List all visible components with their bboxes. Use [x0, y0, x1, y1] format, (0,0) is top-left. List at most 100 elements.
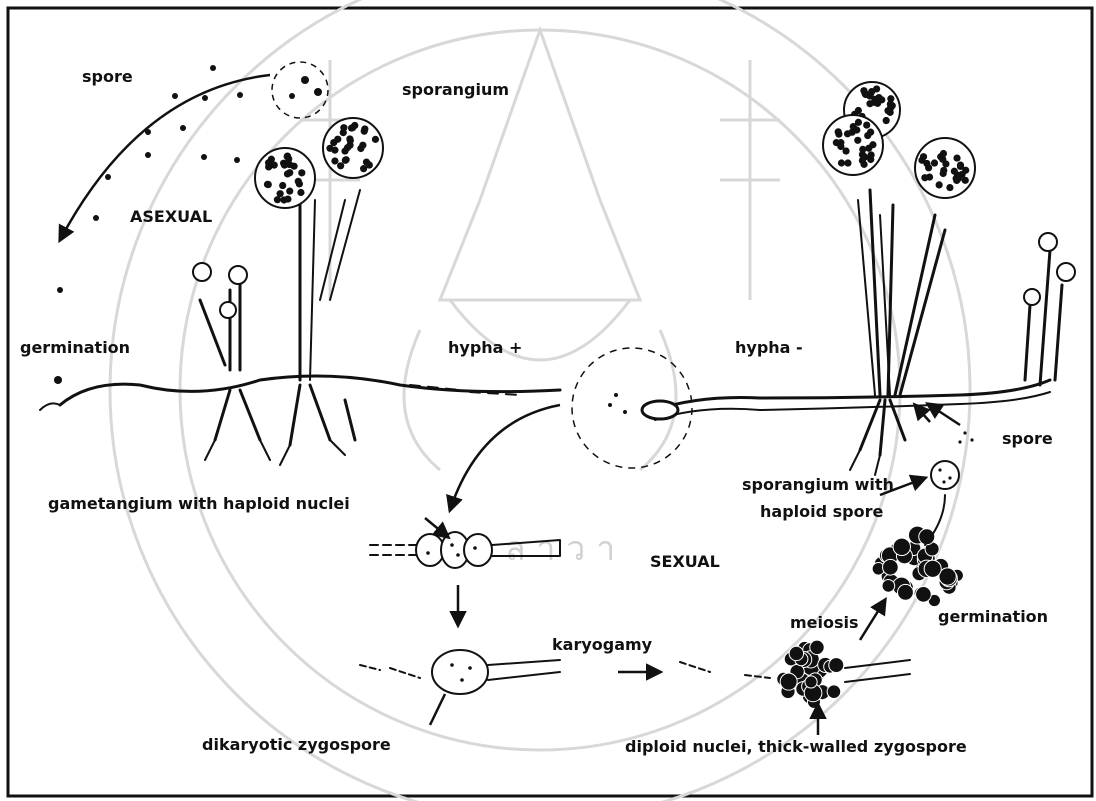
spore-dot — [297, 189, 304, 196]
label-karyogamy: karyogamy — [552, 635, 653, 654]
spore-dot — [844, 130, 851, 137]
spore-dot — [940, 150, 947, 157]
spore-dot — [954, 171, 961, 178]
spore-dot — [343, 156, 350, 163]
label-asexual: ASEXUAL — [130, 207, 212, 226]
spore-dot — [349, 124, 356, 131]
zygospore-wart — [780, 673, 797, 690]
spore-dot — [866, 100, 873, 107]
spore-dot — [344, 144, 351, 151]
spore-dot — [835, 131, 842, 138]
spore-dot — [942, 160, 949, 167]
zygospore-wart — [829, 658, 844, 673]
zygospore-wart — [893, 538, 910, 555]
spore-dot — [962, 177, 969, 184]
spore-dot — [340, 129, 347, 136]
spore-dot — [860, 161, 867, 168]
spore-dot — [296, 180, 303, 187]
zygospore-wart — [916, 587, 932, 603]
sporangium-right-3 — [915, 138, 975, 198]
label-haploid-spore: haploid spore — [760, 502, 883, 521]
frame-border — [8, 8, 1092, 796]
spore-dot — [363, 159, 370, 166]
hypha-minus-mycelium — [642, 190, 1062, 475]
spore-dot — [884, 107, 891, 114]
label-meiosis: meiosis — [790, 613, 859, 632]
spore-dot — [298, 169, 305, 176]
dikaryotic-pointer — [430, 694, 445, 725]
zygospore-wart — [898, 584, 914, 600]
zygospore-wart — [805, 676, 817, 688]
spore-dot — [920, 153, 927, 160]
spore-dot — [940, 170, 947, 177]
spore-dot — [372, 136, 379, 143]
spore-dot — [869, 141, 876, 148]
spore-dot — [863, 121, 870, 128]
spore-dot — [837, 139, 844, 146]
label-hypha-minus: hypha - — [735, 338, 803, 357]
label-sporangium: sporangium — [402, 80, 509, 99]
spore-dot — [265, 181, 272, 188]
rhizoid-arrow — [915, 405, 930, 422]
spore-dot — [346, 135, 353, 142]
spore-dot — [842, 147, 849, 154]
spore-dot — [925, 164, 932, 171]
label-sporangium-with: sporangium with — [742, 475, 894, 494]
sporangium-left-2 — [323, 118, 383, 178]
spore-dot — [290, 163, 297, 170]
label-spore-right: spore — [1002, 429, 1053, 448]
to-sexual-arrow — [450, 405, 560, 510]
spore-dot — [861, 153, 868, 160]
label-hypha-plus: hypha + — [448, 338, 522, 357]
sporangium-right-2 — [823, 115, 883, 175]
spore-dot — [953, 154, 960, 161]
dikaryotic-zygospore — [360, 650, 560, 694]
spore-dot — [931, 159, 938, 166]
spore-dot — [864, 132, 871, 139]
spore-dot — [360, 165, 367, 172]
spore-dot — [337, 162, 344, 169]
sporangium-burst — [272, 62, 328, 118]
germinated-zygospore — [872, 495, 963, 607]
spore-dot — [284, 152, 291, 159]
spore-dot — [853, 126, 860, 133]
spore-dot — [326, 145, 333, 152]
zygospore-wart — [789, 646, 803, 660]
released-spores — [57, 65, 243, 293]
zygospore-wart — [883, 559, 899, 575]
zygospore-wart — [827, 685, 841, 699]
label-diploid: diploid nuclei, thick-walled zygospore — [625, 737, 967, 756]
spore-dot — [866, 92, 873, 99]
label-sexual: SEXUAL — [650, 552, 720, 571]
asexual-mycelium — [40, 190, 560, 465]
spore-dot — [887, 95, 894, 102]
zygospore-wart — [882, 580, 895, 593]
spore-dot — [962, 167, 969, 174]
spore-dot — [946, 184, 953, 191]
spore-dot — [286, 188, 293, 195]
spore-dot — [357, 145, 364, 152]
spore-dot — [279, 182, 286, 189]
spore-dot — [331, 157, 338, 164]
spore-dot — [936, 181, 943, 188]
spore-to-mycelium-arrow — [928, 404, 960, 425]
spore-dot — [271, 162, 278, 169]
sporangium-left-1 — [255, 148, 315, 208]
spore-dot — [854, 137, 861, 144]
spore-dot — [844, 159, 851, 166]
spore-dot — [280, 196, 287, 203]
zygospore-wart — [810, 640, 824, 654]
spore-dot — [281, 162, 288, 169]
zygospore-wart — [924, 560, 941, 577]
spore-dot — [274, 196, 281, 203]
meiosis-arrow — [860, 600, 885, 640]
label-spore-top: spore — [82, 67, 133, 86]
thick-walled-zygospore — [680, 640, 910, 708]
label-germination-left: germination — [20, 338, 130, 357]
spore-dot — [838, 159, 845, 166]
label-germination-right: germination — [938, 607, 1048, 626]
label-dikaryotic: dikaryotic zygospore — [202, 735, 391, 754]
spore-dot — [883, 117, 890, 124]
label-gametangium: gametangium with haploid nuclei — [48, 494, 350, 513]
